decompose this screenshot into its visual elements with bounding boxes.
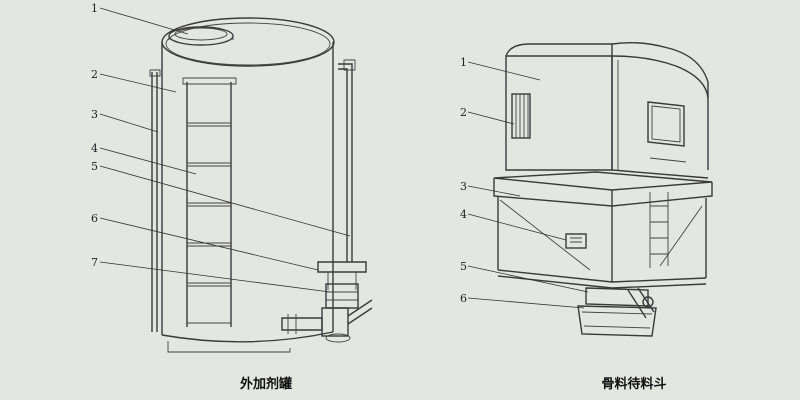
right-leader-lines <box>467 61 589 309</box>
left-leader-lines <box>99 7 351 293</box>
access-ladder <box>182 77 237 327</box>
admixture-tank-drawing: 1 2 3 4 5 6 7 外加剂罐 <box>91 2 373 392</box>
left-callout-4: 4 <box>91 142 98 155</box>
right-return-pipe <box>338 59 356 262</box>
right-callout-4: 4 <box>460 208 467 221</box>
left-callout-1: 1 <box>91 2 98 15</box>
outlet-pipe <box>281 299 373 343</box>
left-callout-2: 2 <box>91 68 98 81</box>
right-callout-6: 6 <box>460 292 467 305</box>
right-callout-2: 2 <box>460 106 467 119</box>
right-caption: 骨料待料斗 <box>601 376 666 392</box>
left-callout-5: 5 <box>91 160 98 173</box>
aggregate-hopper-drawing: 1 2 3 4 5 6 骨料待料斗 <box>460 41 713 392</box>
left-callout-labels: 1 2 3 4 5 6 7 <box>91 2 98 269</box>
inspection-window <box>647 101 685 147</box>
left-callout-7: 7 <box>91 256 98 269</box>
left-caption: 外加剂罐 <box>239 376 292 392</box>
left-vent-pipe <box>149 69 161 332</box>
right-callout-5: 5 <box>460 260 467 273</box>
vent-louver <box>511 93 531 139</box>
manhole-cover <box>168 26 234 46</box>
left-callout-6: 6 <box>91 212 98 225</box>
right-callout-labels: 1 2 3 4 5 6 <box>460 56 467 305</box>
right-callout-1: 1 <box>460 56 467 69</box>
pump-bracket <box>317 261 367 309</box>
left-callout-3: 3 <box>91 108 98 121</box>
right-callout-3: 3 <box>460 180 467 193</box>
hopper-frame <box>493 171 713 289</box>
discharge-hopper <box>577 287 657 337</box>
